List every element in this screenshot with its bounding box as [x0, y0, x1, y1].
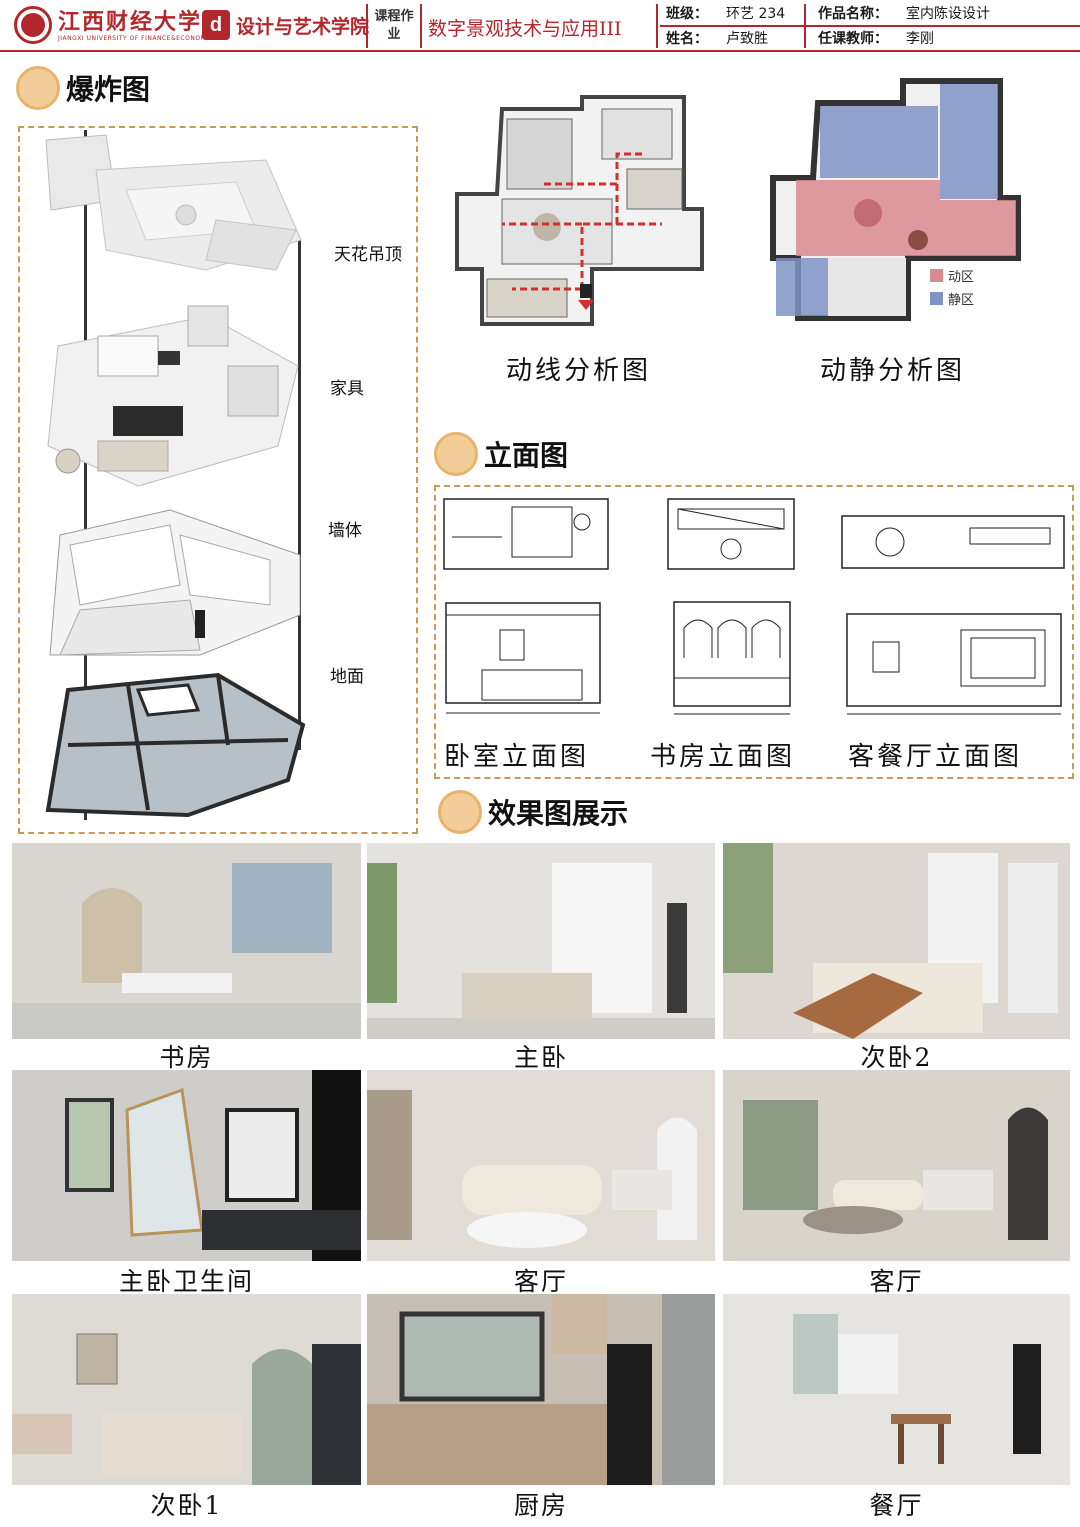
floor-layer [45, 672, 306, 818]
school-name: 设计与艺术学院 [236, 15, 370, 38]
explosion-frame [18, 126, 418, 834]
university-name-en: JIANGXI UNIVERSITY OF FINANCE&ECONOMICS [58, 34, 218, 42]
wall-layer [49, 509, 301, 656]
teacher-info: 任课教师： 李刚 [818, 25, 934, 50]
zoning-legend: 动区 静区 [930, 266, 974, 312]
header-divider [420, 4, 422, 48]
elevation-caption-bedroom: 卧室立面图 [444, 742, 590, 772]
section-title-elevation: 立面图 [434, 432, 568, 476]
render-kitchen [367, 1294, 715, 1485]
render-second-bedroom-2 [723, 843, 1070, 1039]
work-label: 作品名称： [818, 5, 888, 22]
elevation-caption-living-dining: 客餐厅立面图 [848, 742, 1023, 772]
page-header: 江西财经大学 JIANGXI UNIVERSITY OF FINANCE&ECO… [0, 0, 1080, 52]
class-info: 班级： 环艺 234 [666, 0, 785, 25]
elevation-caption-study: 书房立面图 [650, 742, 796, 772]
render-master-bedroom [367, 843, 715, 1039]
render-living-room-2 [723, 1070, 1070, 1261]
section-title-renders: 效果图展示 [438, 790, 628, 834]
university-name: 江西财经大学 [58, 8, 203, 35]
render-caption-second-bedroom-2: 次卧2 [860, 1043, 933, 1072]
section-dot-icon [434, 432, 478, 476]
class-value: 环艺 234 [726, 5, 786, 22]
course-name: 数字景观技术与应用III [428, 18, 622, 40]
work-value: 室内陈设设计 [906, 5, 990, 22]
render-caption-dining-room: 餐厅 [869, 1491, 924, 1520]
bedroom-elevation-drawing [445, 602, 601, 714]
render-caption-second-bedroom-1: 次卧1 [150, 1491, 223, 1520]
render-caption-kitchen: 厨房 [513, 1491, 568, 1520]
render-caption-master-bathroom: 主卧卫生间 [118, 1267, 254, 1296]
course-type: 课程作业 [374, 9, 414, 42]
layer-label-wall: 墙体 [328, 521, 362, 541]
student-value: 卢致胜 [726, 30, 768, 47]
render-caption-master-bedroom: 主卧 [513, 1043, 568, 1072]
living-elevation-drawing [846, 613, 1062, 715]
study-plan-drawing [667, 498, 795, 570]
render-second-bedroom-1 [12, 1294, 361, 1485]
elevation-frame [434, 485, 1074, 779]
school-logo: d 设计与艺术学院 [202, 10, 369, 40]
legend-static: 静区 [948, 293, 975, 308]
section-title-explosion: 爆炸图 [16, 66, 150, 110]
furniture-layer [47, 305, 299, 487]
header-divider [656, 4, 658, 48]
class-label: 班级： [666, 5, 708, 22]
teacher-label: 任课教师： [818, 30, 888, 47]
section-dot-icon [16, 66, 60, 110]
living-plan-drawing [841, 515, 1065, 569]
zoning-plan [770, 78, 1021, 321]
dynamic-zone-swatch [930, 269, 943, 282]
render-study [12, 843, 361, 1039]
university-logo: 江西财经大学 JIANGXI UNIVERSITY OF FINANCE&ECO… [14, 6, 218, 44]
circulation-caption: 动线分析图 [506, 356, 652, 386]
teacher-value: 李刚 [906, 30, 934, 47]
student-info: 姓名： 卢致胜 [666, 25, 768, 50]
render-caption-living-room-1: 客厅 [513, 1267, 568, 1296]
header-divider [366, 4, 368, 48]
render-living-room [367, 1070, 715, 1261]
zoning-caption: 动静分析图 [820, 356, 966, 386]
school-mark-icon: d [202, 10, 230, 40]
render-dining-room [723, 1294, 1070, 1485]
layer-label-furniture: 家具 [330, 379, 364, 399]
bedroom-plan-drawing [443, 498, 609, 570]
work-info: 作品名称： 室内陈设设计 [818, 0, 990, 25]
render-master-bathroom [12, 1070, 361, 1261]
student-label: 姓名： [666, 30, 708, 47]
university-seal-icon [14, 6, 52, 44]
layer-label-floor: 地面 [330, 667, 364, 687]
circulation-plan [455, 95, 704, 326]
render-caption-living-room-2: 客厅 [869, 1267, 924, 1296]
layer-label-ceiling: 天花吊顶 [334, 245, 402, 265]
legend-dynamic: 动区 [948, 270, 975, 285]
section-dot-icon [438, 790, 482, 834]
ceiling-layer [45, 134, 302, 271]
study-elevation-drawing [673, 601, 791, 715]
explosion-guide-line [84, 130, 87, 820]
static-zone-swatch [930, 292, 943, 305]
header-row-divider [660, 25, 1080, 27]
render-caption-study: 书房 [159, 1043, 214, 1072]
explosion-guide-line [298, 240, 301, 750]
